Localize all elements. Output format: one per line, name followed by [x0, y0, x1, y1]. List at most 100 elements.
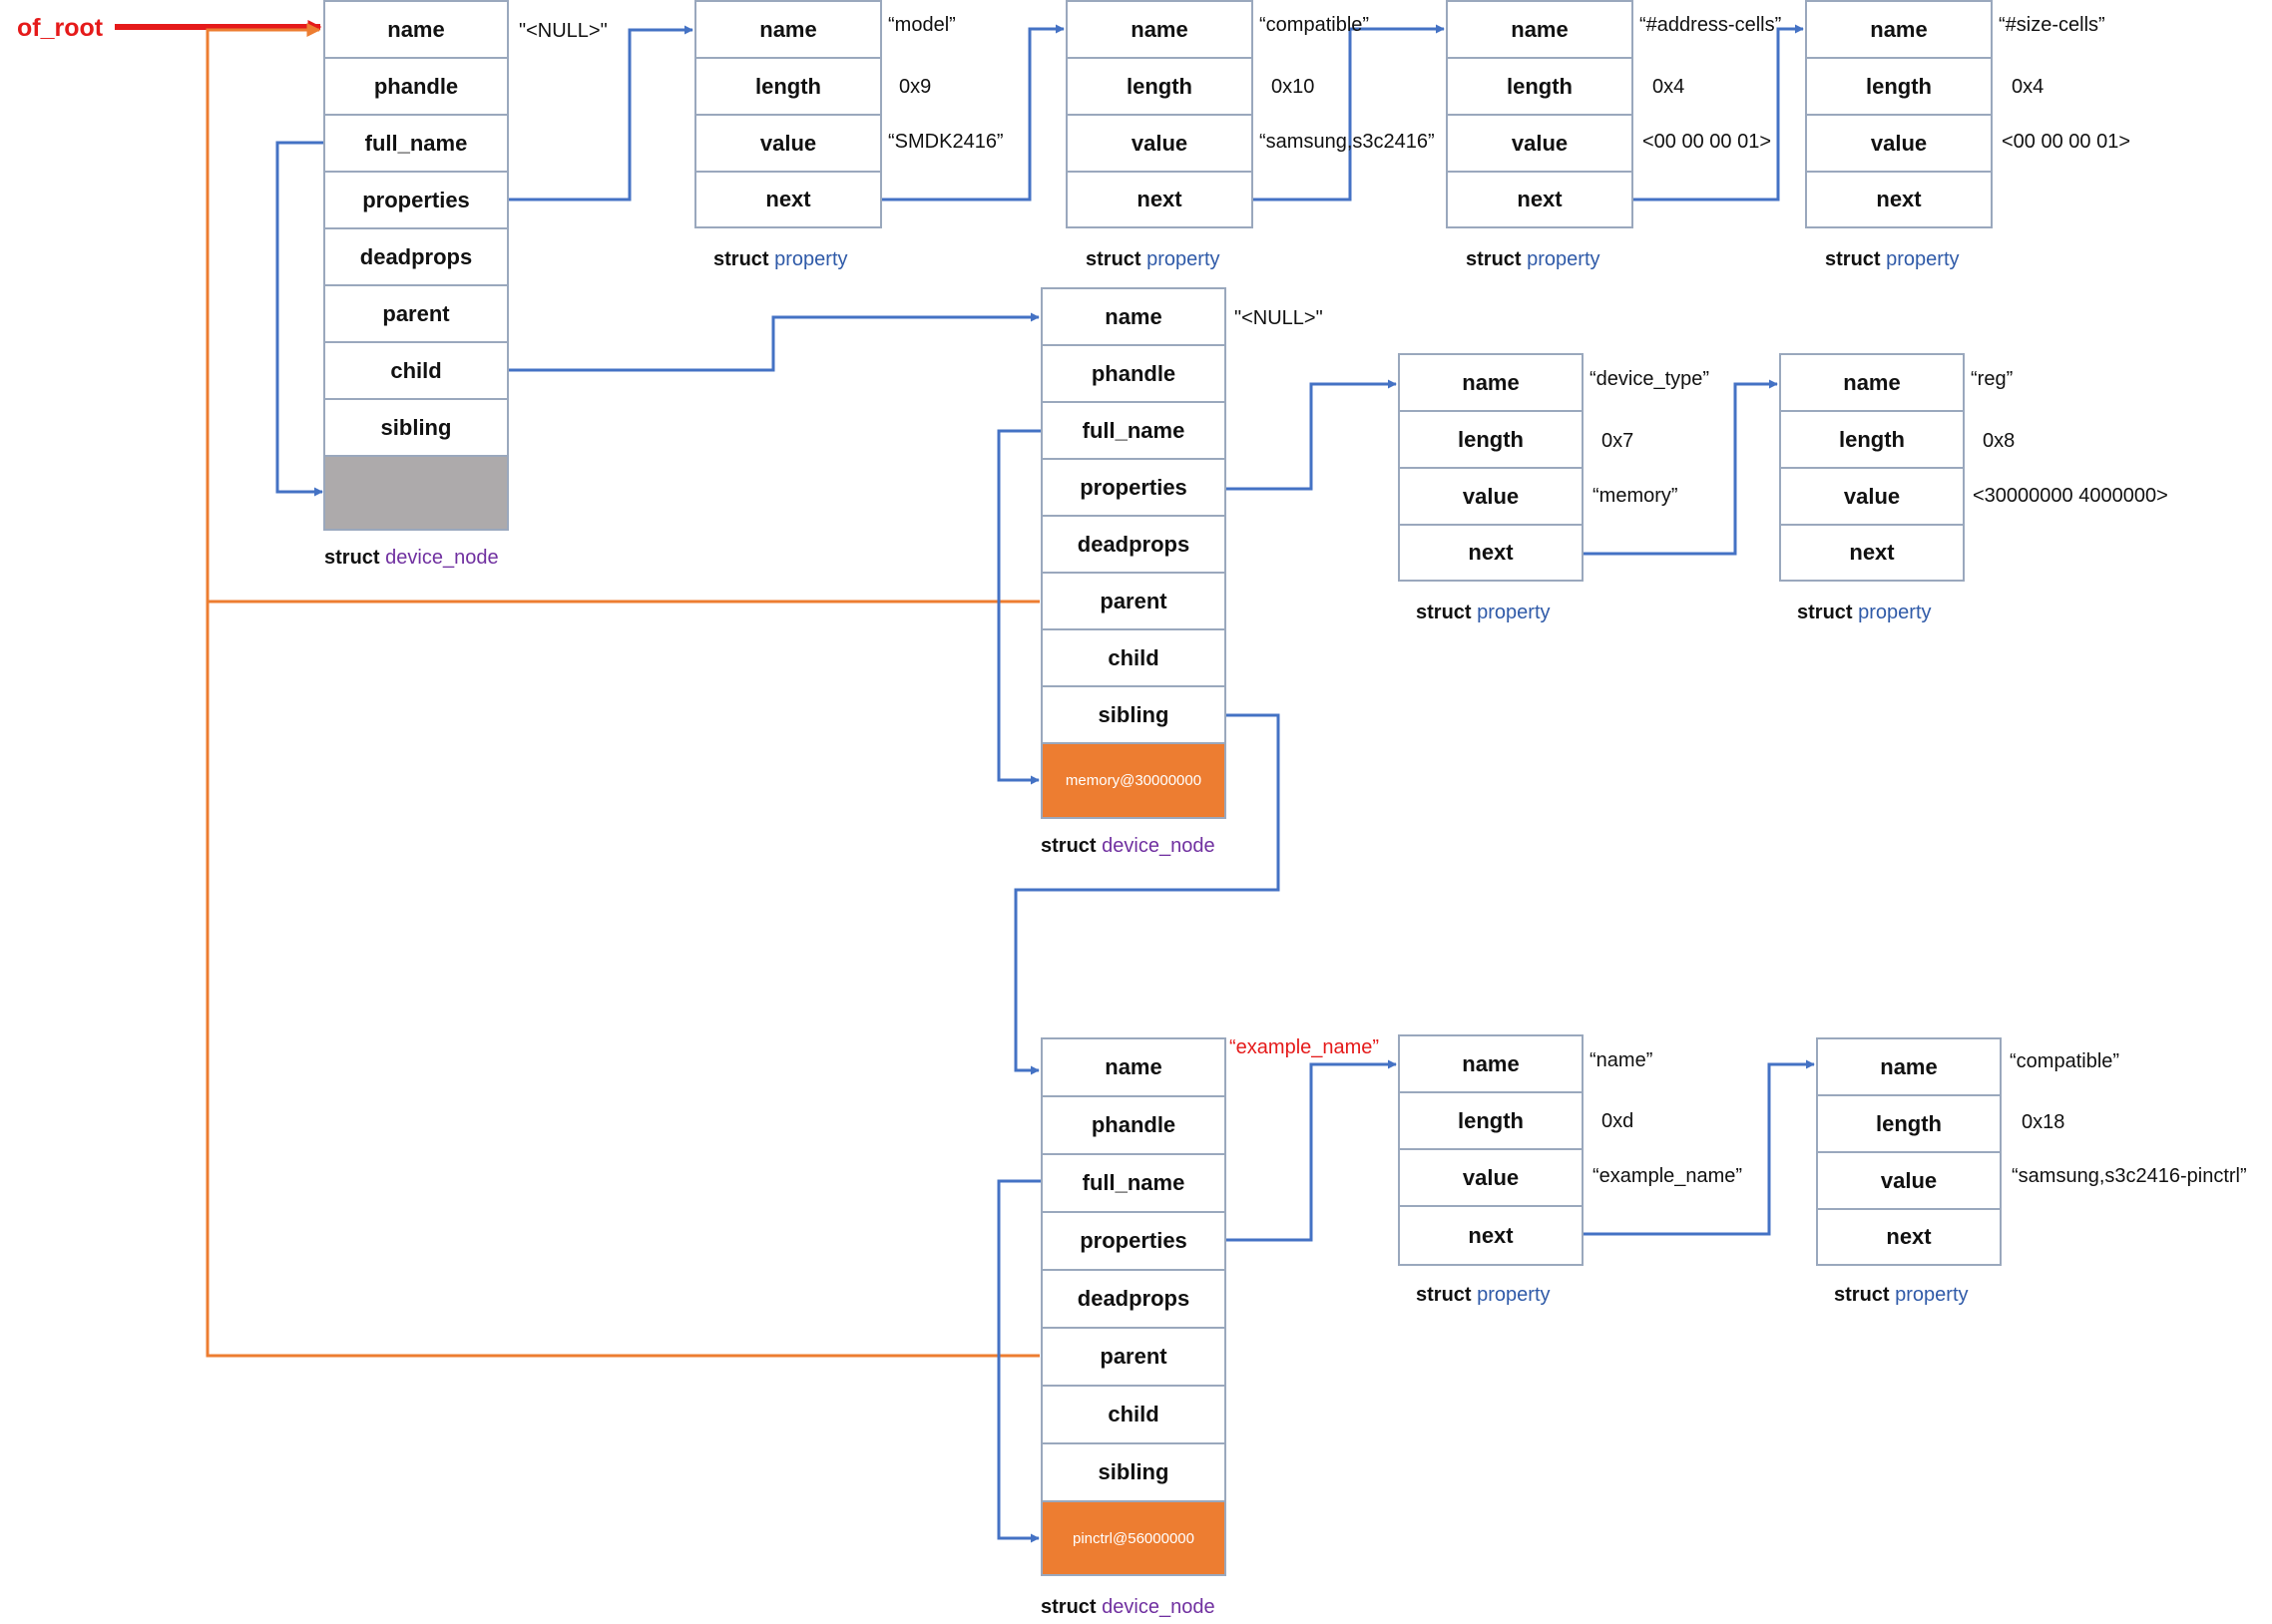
- node-field-name: name: [1043, 289, 1224, 346]
- caption-struct: struct: [713, 248, 769, 270]
- caption-struct: struct: [1825, 248, 1881, 270]
- prop-name-caption: struct property: [1416, 1284, 1551, 1307]
- caption-struct: struct: [1416, 1284, 1472, 1306]
- prop-field-next: next: [1136, 187, 1182, 211]
- prop-field-value: value: [1068, 116, 1251, 173]
- prop-model-length: 0x9: [899, 76, 932, 98]
- memory-device-node: name phandle full_name properties deadpr…: [1041, 287, 1226, 819]
- node-full-name-storage: [325, 457, 507, 529]
- node-field-name: name: [325, 2, 507, 59]
- caption-type: property: [1477, 1284, 1551, 1306]
- prop-reg-name: “reg”: [1971, 368, 2014, 390]
- node-field-phandle: phandle: [1043, 346, 1224, 403]
- prop-field-next: next: [1517, 187, 1563, 211]
- prop-address-cells-value: <00 00 00 01>: [1642, 131, 1772, 153]
- prop-name-value: “example_name”: [1592, 1165, 1743, 1187]
- memory-fullname-link: [997, 429, 1042, 785]
- prop-compatible-length: 0x10: [1271, 76, 1315, 98]
- prop-field-next: next: [1886, 1224, 1932, 1249]
- property-device-type: name length value next: [1398, 353, 1584, 582]
- node-field-parent: parent: [325, 286, 507, 343]
- node-field-properties: properties: [325, 173, 507, 229]
- model-next-link: [882, 24, 1065, 202]
- node-field-properties: properties: [1043, 1213, 1224, 1271]
- node-field-full-name: full_name: [325, 116, 507, 173]
- prop-field-length: length: [1400, 412, 1582, 469]
- caption-type: property: [1146, 248, 1220, 270]
- name-prop-next-link: [1583, 1059, 1815, 1236]
- node-full-name-storage: pinctrl@56000000: [1043, 1502, 1224, 1574]
- node-field-deadprops: deadprops: [1043, 1271, 1224, 1329]
- prop-pinctrl-compatible-caption: struct property: [1834, 1284, 1969, 1307]
- prop-field-name: name: [1818, 1039, 2000, 1096]
- caption-type: device_node: [385, 547, 499, 569]
- prop-field-value: value: [696, 116, 880, 173]
- caption-struct: struct: [1834, 1284, 1890, 1306]
- prop-model-value: “SMDK2416”: [888, 131, 1004, 153]
- caption-type: property: [1477, 602, 1551, 623]
- prop-device-type-value: “memory”: [1592, 485, 1678, 507]
- prop-name-name: “name”: [1590, 1049, 1653, 1071]
- node-field-parent: parent: [1043, 574, 1224, 630]
- prop-field-value: value: [1807, 116, 1991, 173]
- prop-address-cells-length: 0x4: [1652, 76, 1685, 98]
- prop-field-length: length: [1781, 412, 1963, 469]
- prop-field-name: name: [1781, 355, 1963, 412]
- prop-compatible-caption: struct property: [1086, 248, 1220, 271]
- prop-field-value: value: [1400, 469, 1582, 526]
- caption-struct: struct: [1797, 602, 1853, 623]
- prop-field-length: length: [1807, 59, 1991, 116]
- prop-field-next: next: [1876, 187, 1922, 211]
- prop-pinctrl-compatible-value: “samsung,s3c2416-pinctrl”: [2012, 1165, 2247, 1187]
- caption-struct: struct: [1086, 248, 1141, 270]
- property-name: name length value next: [1398, 1034, 1584, 1266]
- prop-compatible-name: “compatible”: [1259, 14, 1370, 36]
- prop-field-name: name: [1068, 2, 1251, 59]
- prop-reg-length: 0x8: [1983, 430, 2016, 452]
- property-address-cells: name length value next: [1446, 0, 1633, 228]
- prop-pinctrl-compatible-name: “compatible”: [2010, 1050, 2120, 1072]
- prop-field-value: value: [1400, 1150, 1582, 1207]
- pinctrl-node-name-value: “example_name”: [1229, 1036, 1380, 1058]
- prop-reg-caption: struct property: [1797, 602, 1932, 624]
- node-field-child: child: [1043, 630, 1224, 687]
- prop-pinctrl-compatible-length: 0x18: [2022, 1111, 2065, 1133]
- property-compatible: name length value next: [1066, 0, 1253, 228]
- compatible-next-link: [1253, 24, 1445, 202]
- caption-type: device_node: [1102, 835, 1215, 857]
- caption-type: property: [1527, 248, 1600, 270]
- prop-field-value: value: [1818, 1153, 2000, 1210]
- prop-model-caption: struct property: [713, 248, 848, 271]
- caption-type: property: [1886, 248, 1960, 270]
- node-field-sibling: sibling: [1043, 1444, 1224, 1502]
- caption-type: property: [774, 248, 848, 270]
- prop-reg-value: <30000000 4000000>: [1973, 485, 2168, 507]
- node-field-sibling: sibling: [1043, 687, 1224, 744]
- node-field-phandle: phandle: [325, 59, 507, 116]
- memory-node-caption: struct device_node: [1041, 835, 1215, 858]
- prop-size-cells-name: “#size-cells”: [1999, 14, 2105, 36]
- property-reg: name length value next: [1779, 353, 1965, 582]
- node-field-phandle: phandle: [1043, 1097, 1224, 1155]
- root-fullname-link: [275, 141, 323, 497]
- memory-node-name-value: "<NULL>": [1234, 307, 1323, 329]
- prop-field-length: length: [1400, 1093, 1582, 1150]
- prop-device-type-caption: struct property: [1416, 602, 1551, 624]
- property-model: name length value next: [694, 0, 882, 228]
- node-full-name-storage: memory@30000000: [1043, 744, 1224, 817]
- node-field-name: name: [1043, 1039, 1224, 1097]
- prop-field-name: name: [696, 2, 880, 59]
- memory-sibling-link: [1014, 713, 1280, 1075]
- prop-size-cells-caption: struct property: [1825, 248, 1960, 271]
- node-field-full-name: full_name: [1043, 403, 1224, 460]
- memory-properties-link: [1225, 379, 1397, 491]
- pinctrl-device-node: name phandle full_name properties deadpr…: [1041, 1037, 1226, 1576]
- prop-device-type-name: “device_type”: [1590, 368, 1710, 390]
- prop-name-length: 0xd: [1601, 1110, 1634, 1132]
- prop-field-name: name: [1448, 2, 1631, 59]
- root-properties-link: [509, 25, 693, 202]
- caption-struct: struct: [1466, 248, 1522, 270]
- prop-field-name: name: [1400, 355, 1582, 412]
- root-device-node: name phandle full_name properties deadpr…: [323, 0, 509, 531]
- pinctrl-properties-link: [1225, 1059, 1397, 1242]
